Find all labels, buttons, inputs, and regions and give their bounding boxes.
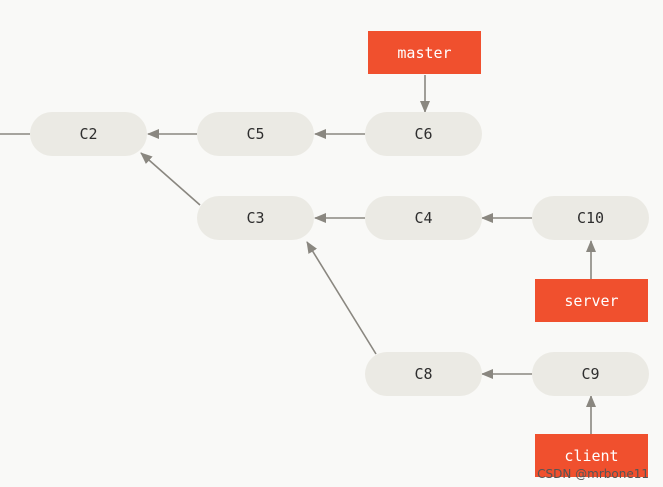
edge-c3-c2 — [140, 152, 201, 206]
watermark: CSDN @mrbone11 — [537, 467, 649, 481]
commit-c6: C6 — [365, 112, 482, 156]
commit-c3: C3 — [197, 196, 314, 240]
commit-c4: C4 — [365, 196, 482, 240]
commit-c2: C2 — [30, 112, 147, 156]
commit-c9: C9 — [532, 352, 649, 396]
branch-server: server — [535, 279, 648, 322]
branch-client: client — [535, 434, 648, 477]
edge-c8-c3 — [306, 241, 377, 355]
branch-master: master — [368, 31, 481, 74]
commit-c5: C5 — [197, 112, 314, 156]
commit-c10: C10 — [532, 196, 649, 240]
commit-c8: C8 — [365, 352, 482, 396]
